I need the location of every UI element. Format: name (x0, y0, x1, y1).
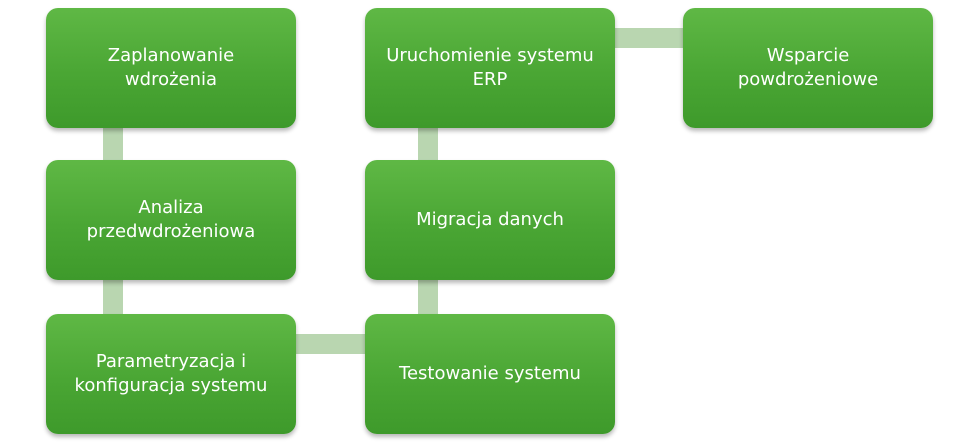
step-box-uruchomienie: Uruchomienie systemu ERP (365, 8, 615, 128)
connector-step2-step3 (103, 280, 123, 314)
step-box-parametryzacja: Parametryzacja i konfiguracja systemu (46, 314, 296, 434)
step-label: Zaplanowanie wdrożenia (107, 45, 235, 90)
step-box-migracja: Migracja danych (365, 160, 615, 280)
step-box-zaplanowanie: Zaplanowanie wdrożenia (46, 8, 296, 128)
step-box-testowanie: Testowanie systemu (365, 314, 615, 434)
step-box-analiza: Analiza przedwdrożeniowa (46, 160, 296, 280)
connector-step4-step5 (418, 280, 438, 314)
step-label: Parametryzacja i konfiguracja systemu (74, 351, 268, 396)
connector-step3-step4 (296, 334, 366, 354)
connector-step5-step6 (418, 128, 438, 160)
step-label: Uruchomienie systemu ERP (386, 45, 594, 90)
step-box-wsparcie: Wsparcie powdrożeniowe (683, 8, 933, 128)
step-label: Migracja danych (416, 209, 564, 230)
connector-step1-step2 (103, 128, 123, 160)
step-label: Analiza przedwdrożeniowa (86, 197, 256, 242)
step-label: Wsparcie powdrożeniowe (737, 45, 879, 90)
connector-step6-step7 (614, 28, 684, 48)
step-label: Testowanie systemu (399, 363, 581, 384)
